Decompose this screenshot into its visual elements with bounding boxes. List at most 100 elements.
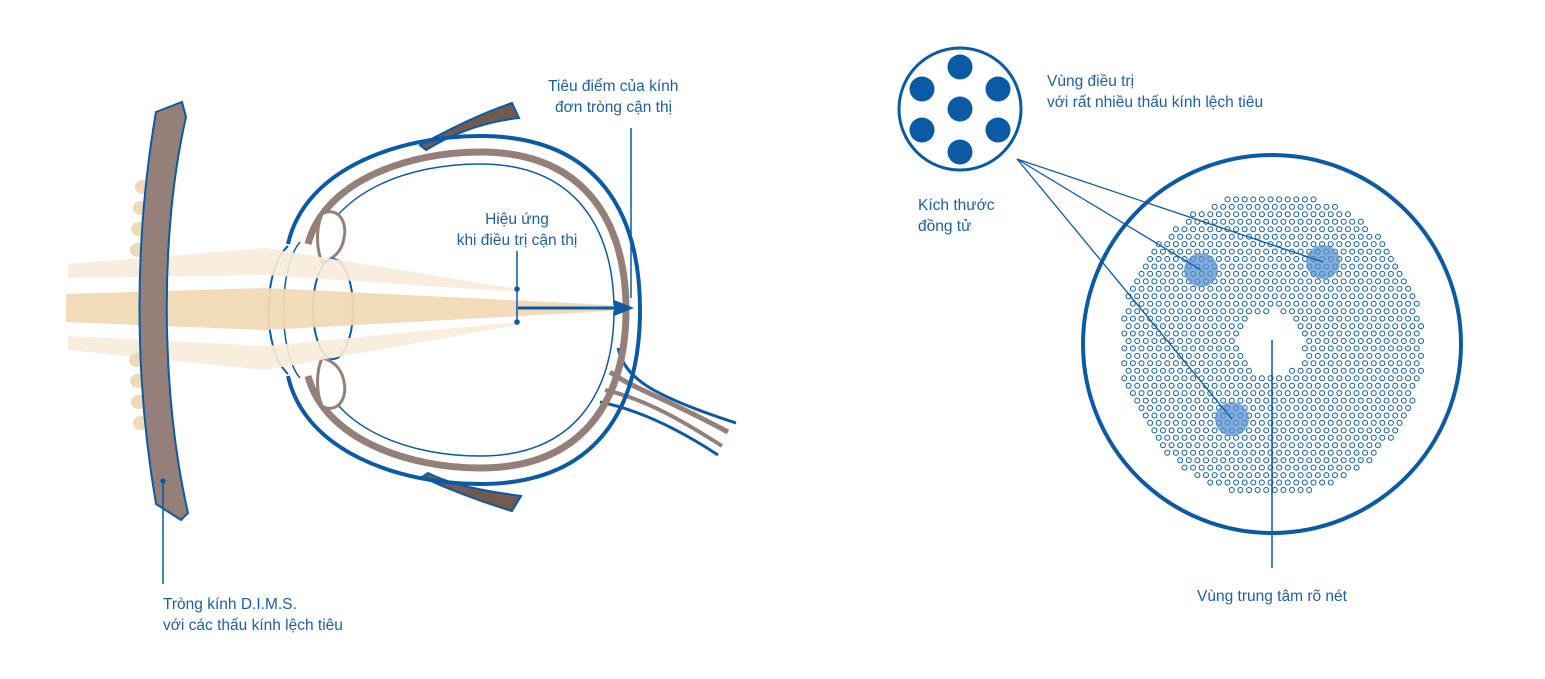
- lenslet: [1413, 375, 1420, 382]
- lenslet: [1297, 397, 1304, 404]
- lenslet: [1185, 397, 1192, 404]
- lenslet: [1310, 330, 1317, 337]
- lenslet: [1228, 248, 1235, 255]
- lenslet: [1289, 203, 1295, 210]
- lenslet: [1207, 390, 1214, 397]
- lenslet: [1220, 323, 1227, 330]
- lenslet: [1284, 375, 1291, 382]
- lenslet: [1353, 330, 1360, 337]
- dims-lens-line2: với các thấu kính lệch tiêu: [163, 617, 343, 634]
- dims-lens-label: Tròng kính D.I.M.S. với các thấu kính lệ…: [163, 594, 343, 636]
- lenslet: [1164, 405, 1171, 411]
- lenslet: [1306, 472, 1313, 479]
- lenslet: [1168, 278, 1175, 285]
- lenslet: [1319, 360, 1326, 367]
- lenslet: [1370, 449, 1377, 456]
- lenslet: [1366, 367, 1373, 374]
- lenslet: [1263, 397, 1270, 404]
- lenslet: [1129, 375, 1136, 382]
- lenslet: [1250, 375, 1257, 382]
- lenslet: [1293, 375, 1300, 382]
- lenslet: [1362, 390, 1369, 397]
- lenslet: [1366, 382, 1373, 389]
- lenslet: [1289, 427, 1295, 434]
- lenslet: [1392, 263, 1399, 270]
- lenslet: [1301, 464, 1308, 471]
- lenslet: [1267, 270, 1274, 277]
- lenslet: [1155, 285, 1162, 292]
- lenslet: [1138, 405, 1145, 411]
- lenslet: [1160, 442, 1166, 449]
- lenslet: [1211, 457, 1218, 464]
- lenslet: [1297, 203, 1304, 210]
- lenslet: [1224, 464, 1231, 471]
- lenslet: [1276, 390, 1283, 397]
- lenslet: [1323, 427, 1330, 434]
- lenslet: [1344, 375, 1351, 382]
- lenslet: [1409, 323, 1416, 330]
- lenslet: [1332, 427, 1338, 434]
- lenslet: [1336, 211, 1343, 218]
- lenslet: [1353, 360, 1360, 367]
- lenslet: [1164, 330, 1171, 337]
- lenslet: [1357, 457, 1364, 464]
- lenslet: [1224, 285, 1231, 292]
- lenslet: [1370, 390, 1377, 397]
- lenslet: [1224, 375, 1231, 382]
- lenslet: [1327, 405, 1334, 411]
- lenslet: [1194, 308, 1201, 315]
- lenslet: [1306, 352, 1313, 359]
- lenslet: [1379, 434, 1386, 441]
- lenslet: [1379, 285, 1386, 292]
- lenslet: [1190, 375, 1197, 382]
- lenslet: [1160, 352, 1166, 359]
- lenslet: [1344, 405, 1351, 411]
- lenslet: [1228, 367, 1235, 374]
- lenslet: [1366, 278, 1373, 285]
- lenslet: [1396, 419, 1403, 426]
- lenslet: [1190, 226, 1197, 233]
- lenslet: [1241, 196, 1248, 203]
- lenslet: [1289, 397, 1295, 404]
- lenslet: [1301, 211, 1308, 218]
- lenslet: [1250, 390, 1257, 397]
- lenslet: [1224, 315, 1231, 322]
- lenslet: [1177, 397, 1184, 404]
- lenslet: [1297, 472, 1304, 479]
- lenslet: [1194, 472, 1201, 479]
- lenslet: [1177, 263, 1184, 270]
- lenslet: [1336, 464, 1343, 471]
- lenslet: [1344, 345, 1351, 352]
- lenslet: [1151, 338, 1158, 344]
- lenslet: [1349, 293, 1356, 300]
- lenslet: [1151, 248, 1158, 255]
- lenslet: [1379, 390, 1386, 397]
- lenslet: [1340, 323, 1347, 330]
- lenslet: [1280, 233, 1287, 240]
- lenslet: [1284, 256, 1291, 262]
- lenslet: [1323, 382, 1330, 389]
- lenslet: [1129, 390, 1136, 397]
- lenslet: [1400, 323, 1407, 330]
- lenslet: [1147, 256, 1154, 262]
- myopia-effect-label: Hiệu ứng khi điều trị cận thị: [430, 209, 604, 251]
- lenslet: [1387, 405, 1394, 411]
- lenslet: [1271, 263, 1278, 270]
- lenslet: [1379, 241, 1386, 248]
- lenslet: [1250, 256, 1257, 262]
- lenslet: [1396, 405, 1403, 411]
- lenslet: [1289, 487, 1295, 493]
- lenslet: [1349, 263, 1356, 270]
- lenslet: [1211, 338, 1218, 344]
- lenslet: [1383, 352, 1390, 359]
- lenslet: [1142, 382, 1149, 389]
- lenslet: [1172, 270, 1179, 277]
- lenslet: [1220, 278, 1227, 285]
- lenslet: [1164, 300, 1171, 307]
- lenslet: [1280, 203, 1287, 210]
- lenslet: [1233, 241, 1240, 248]
- lenslet: [1349, 427, 1356, 434]
- lenslet: [1314, 382, 1321, 389]
- lenslet: [1379, 300, 1386, 307]
- lenslet: [1228, 472, 1235, 479]
